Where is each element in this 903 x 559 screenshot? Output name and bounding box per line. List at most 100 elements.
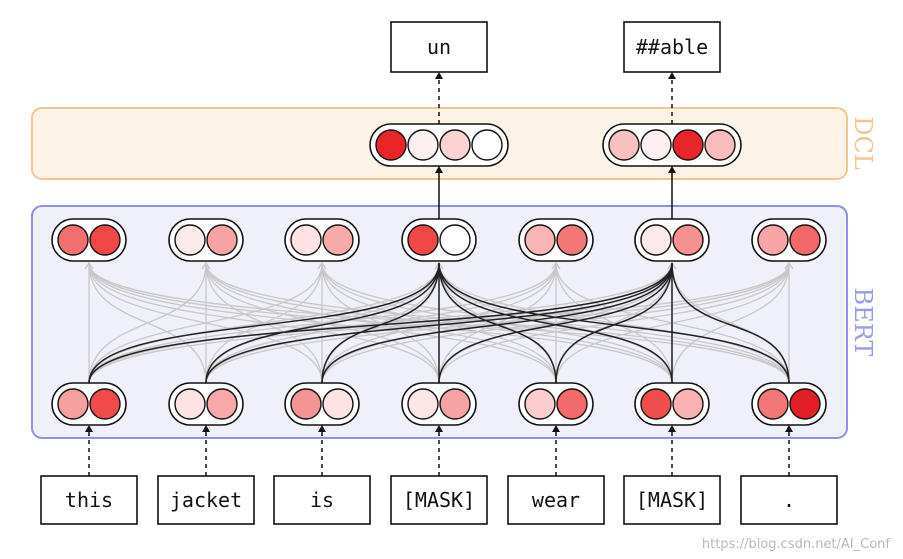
vector-cell [89, 388, 121, 420]
masked-attention-edge [555, 262, 673, 384]
input-token-box: . [740, 475, 838, 525]
dcl-output-layer [369, 123, 742, 167]
vector-cell [789, 224, 821, 256]
masked-attention-edge [321, 262, 673, 384]
input-token-label: this [65, 488, 113, 512]
input-token-label: [MASK] [636, 488, 708, 512]
arrowhead [202, 425, 210, 432]
vector-cell [640, 129, 672, 161]
dcl-vector [602, 123, 742, 167]
token-box-frame [157, 475, 255, 525]
bert-vector [284, 218, 360, 262]
arrowhead [85, 425, 93, 432]
attention-edge [321, 262, 790, 384]
input-vector [51, 382, 127, 426]
vector-cell [672, 224, 704, 256]
input-tokens: this jacket is [MASK] wear [MASK]. [40, 475, 838, 525]
attention-edge [438, 262, 790, 384]
input-vector [401, 382, 477, 426]
arrowhead [84, 261, 94, 270]
vector-cell [407, 129, 439, 161]
input-vector [751, 382, 827, 426]
arrowhead [668, 72, 676, 79]
vector-capsule [602, 123, 742, 167]
arrowhead [552, 425, 560, 432]
output-tokens: un ##able [390, 21, 721, 73]
input-embedding-layer [51, 382, 827, 426]
vector-cell [57, 224, 89, 256]
arrowhead [668, 166, 676, 173]
vector-cell [407, 388, 439, 420]
vector-cell [556, 388, 588, 420]
token-box-frame [740, 475, 838, 525]
masked-attention-edge [88, 262, 440, 384]
vector-cell [174, 388, 206, 420]
input-token-label: . [783, 488, 795, 512]
vector-cell [206, 388, 238, 420]
token-box-frame [390, 21, 488, 73]
bert-vector [751, 218, 827, 262]
watermark: https://blog.csdn.net/AI_Conf [702, 537, 891, 552]
token-box-frame [507, 475, 605, 525]
arrowhead [435, 425, 443, 432]
input-vector [284, 382, 360, 426]
bert-vector [51, 218, 127, 262]
token-box-frame [623, 21, 721, 73]
dcl-label: DCL [849, 116, 877, 170]
arrowhead [551, 261, 561, 270]
bert-label: BERT [849, 288, 877, 357]
vector-capsule [369, 123, 509, 167]
vector-cell [640, 224, 672, 256]
masked-attention-edge [671, 262, 790, 384]
dcl-vector [369, 123, 509, 167]
bert-vector [518, 218, 594, 262]
vector-cell [471, 129, 503, 161]
vector-cell [290, 224, 322, 256]
token-box-frame [273, 475, 371, 525]
arrowhead [318, 425, 326, 432]
vector-cell [789, 388, 821, 420]
input-vector [168, 382, 244, 426]
vector-cell [439, 388, 471, 420]
attention-edge [88, 262, 207, 384]
vector-cell [757, 224, 789, 256]
vector-cell [672, 129, 704, 161]
input-token-label: wear [532, 488, 580, 512]
input-vector [518, 382, 594, 426]
strong-attention-edges [88, 262, 790, 384]
arrowhead [668, 425, 676, 432]
vector-cell [524, 224, 556, 256]
vector-cell [704, 129, 736, 161]
masked-attention-edge [438, 262, 673, 384]
token-box-frame [623, 475, 721, 525]
bert-vector [168, 218, 244, 262]
output-token-label: un [427, 35, 451, 59]
output-token-box: un [390, 21, 488, 73]
masked-attention-edge [205, 262, 440, 384]
input-token-label: is [310, 488, 334, 512]
arrowhead [435, 72, 443, 79]
arrowhead [785, 425, 793, 432]
attention-edge [88, 262, 673, 384]
input-token-box: [MASK] [390, 475, 488, 525]
bert-output-layer [51, 218, 827, 262]
vector-cell [757, 388, 789, 420]
input-vector [634, 382, 710, 426]
bert-vector [401, 218, 477, 262]
input-token-box: is [273, 475, 371, 525]
vector-cell [57, 388, 89, 420]
output-token-box: ##able [623, 21, 721, 73]
input-token-box: jacket [157, 475, 255, 525]
input-token-label: jacket [170, 488, 242, 512]
input-token-box: this [40, 475, 138, 525]
vector-cell [524, 388, 556, 420]
masked-attention-edge [88, 262, 673, 384]
vector-cell [672, 388, 704, 420]
bert-vector [634, 218, 710, 262]
vector-cell [89, 224, 121, 256]
vector-cell [407, 224, 439, 256]
output-token-label: ##able [636, 35, 708, 59]
attention-edge [88, 262, 557, 384]
input-token-label: [MASK] [403, 488, 475, 512]
